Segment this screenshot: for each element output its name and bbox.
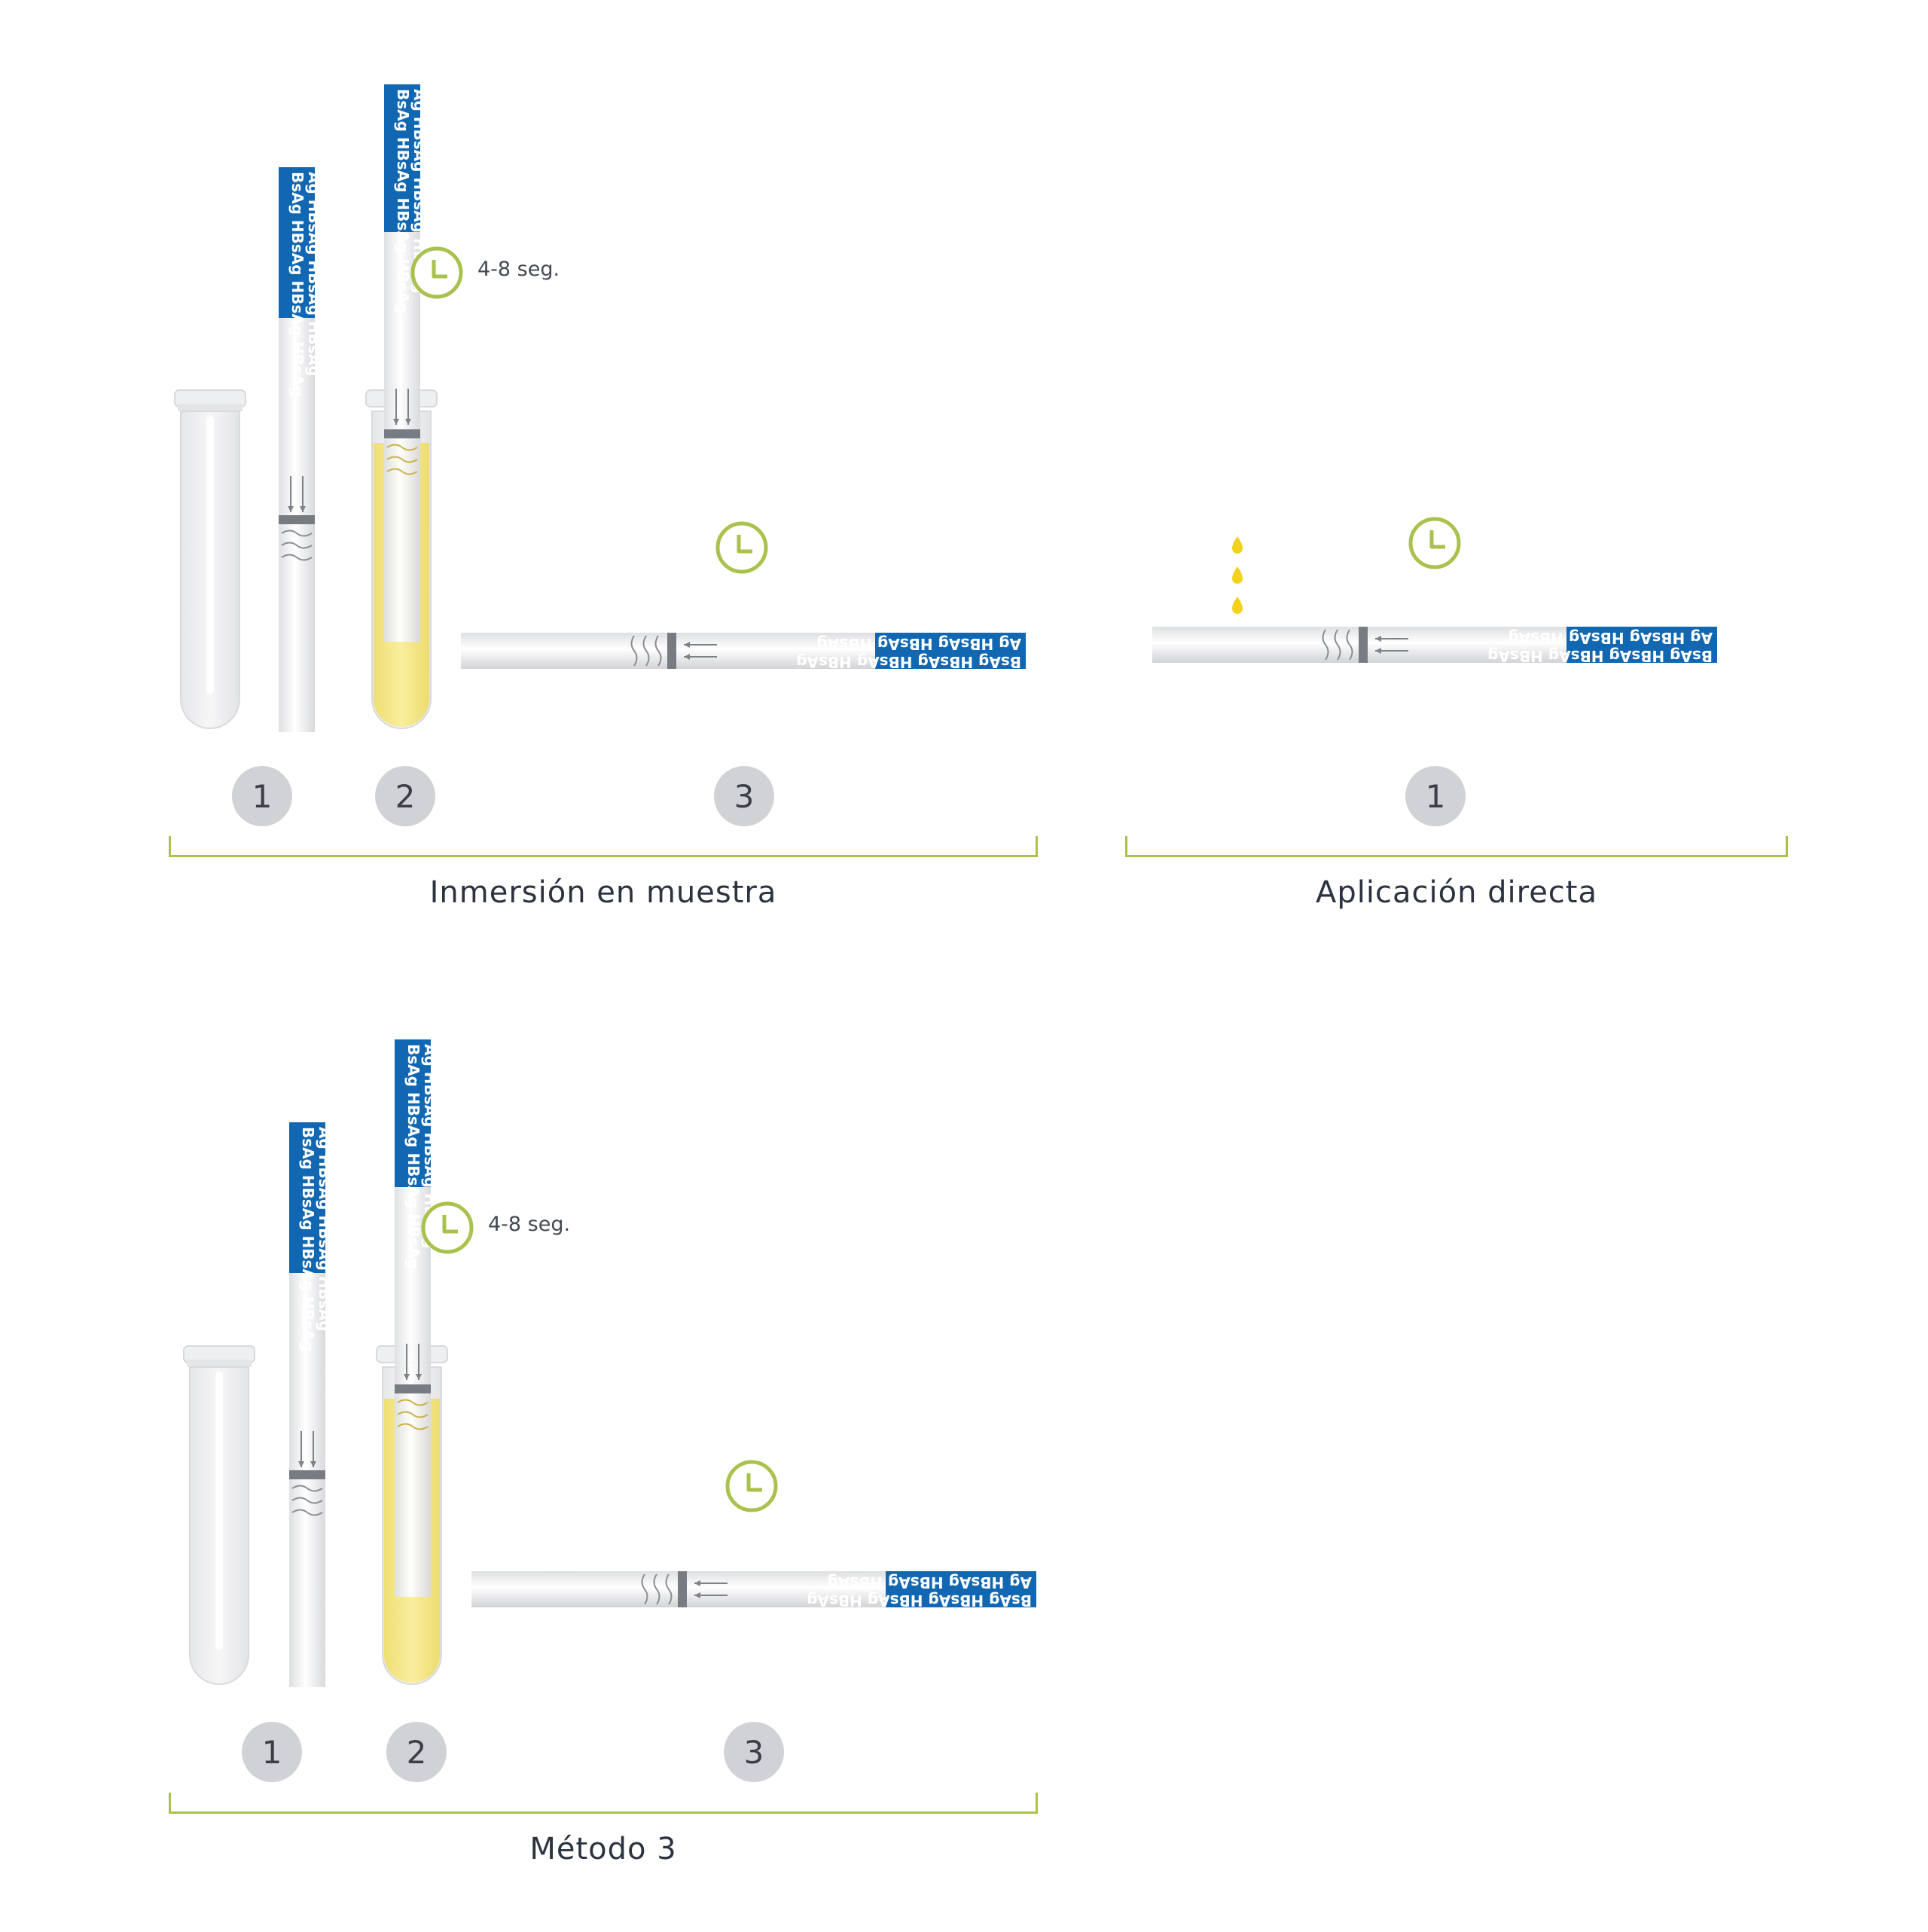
- strip-label: Ag HBsAg HBsAg HBsAg: [1508, 629, 1713, 647]
- section-caption: Método 3: [529, 1832, 677, 1866]
- step-badge: 1: [1405, 766, 1466, 826]
- strip-label: BsAg HBsAg HBsAg HBsAg: [1487, 647, 1713, 665]
- test-strip-icon: BsAg HBsAg HBsAg HBsAg Ag HBsAg HBsAg HB…: [1152, 627, 1717, 665]
- step-badge: 2: [375, 766, 435, 826]
- strip-label: BsAg HBsAg HBsAg HBsAg: [394, 89, 412, 314]
- clock-icon: [1408, 517, 1461, 569]
- section-bracket: [169, 836, 1038, 857]
- test-strip-icon: BsAg HBsAg HBsAg HBsAg Ag HBsAg HBsAg HB…: [461, 633, 1026, 671]
- strip-label: Ag HBsAg HBsAg HBsAg: [316, 1127, 334, 1332]
- strip-label: Ag HBsAg HBsAg HBsAg: [305, 172, 323, 377]
- step-badge: 3: [714, 766, 774, 826]
- strip-label: BsAg HBsAg HBsAg HBsAg: [807, 1592, 1032, 1610]
- step-badge: 1: [242, 1722, 302, 1782]
- strip-label: BsAg HBsAg HBsAg HBsAg: [288, 172, 307, 397]
- test-strip-icon: BsAg HBsAg HBsAg HBsAg Ag HBsAg HBsAg HB…: [395, 1039, 439, 1597]
- section-bracket: [169, 1793, 1038, 1814]
- section-method-3: BsAg HBsAg HBsAg HBsAg Ag HBsAg HBsAg HB…: [183, 1039, 1036, 1687]
- step-badge: 1: [232, 766, 292, 826]
- test-strip-icon: BsAg HBsAg HBsAg HBsAg Ag HBsAg HBsAg HB…: [289, 1122, 334, 1687]
- strip-label: BsAg HBsAg HBsAg HBsAg: [404, 1044, 423, 1269]
- strip-label: BsAg HBsAg HBsAg HBsAg: [299, 1127, 317, 1352]
- time-label: 4-8 seg.: [477, 258, 560, 281]
- test-tube-icon: [174, 389, 246, 729]
- test-strip-icon: BsAg HBsAg HBsAg HBsAg Ag HBsAg HBsAg HB…: [279, 167, 323, 732]
- time-label: 4-8 seg.: [488, 1213, 571, 1236]
- test-strip-icon: BsAg HBsAg HBsAg HBsAg Ag HBsAg HBsAg HB…: [471, 1571, 1036, 1610]
- clock-icon: [410, 246, 463, 299]
- clock-icon: [715, 521, 768, 574]
- section-bracket: [1125, 836, 1788, 857]
- step-badge: 2: [386, 1722, 447, 1782]
- section-caption: Aplicación directa: [1316, 875, 1597, 910]
- strip-label: Ag HBsAg HBsAg HBsAg: [827, 1573, 1032, 1592]
- test-tube-icon: [183, 1345, 255, 1685]
- step-badge: 3: [724, 1722, 784, 1782]
- strip-label: BsAg HBsAg HBsAg HBsAg: [796, 653, 1021, 671]
- clock-icon: [725, 1460, 778, 1512]
- drop-icon: [1232, 536, 1243, 614]
- section-immersion: BsAg HBsAg HBsAg HBsAg Ag HBsAg HBsAg HB…: [174, 84, 1026, 732]
- clock-icon: [421, 1201, 474, 1254]
- strip-label: Ag HBsAg HBsAg HBsAg: [816, 635, 1021, 653]
- section-direct-application: BsAg HBsAg HBsAg HBsAg Ag HBsAg HBsAg HB…: [1152, 517, 1717, 665]
- section-caption: Inmersión en muestra: [429, 875, 777, 910]
